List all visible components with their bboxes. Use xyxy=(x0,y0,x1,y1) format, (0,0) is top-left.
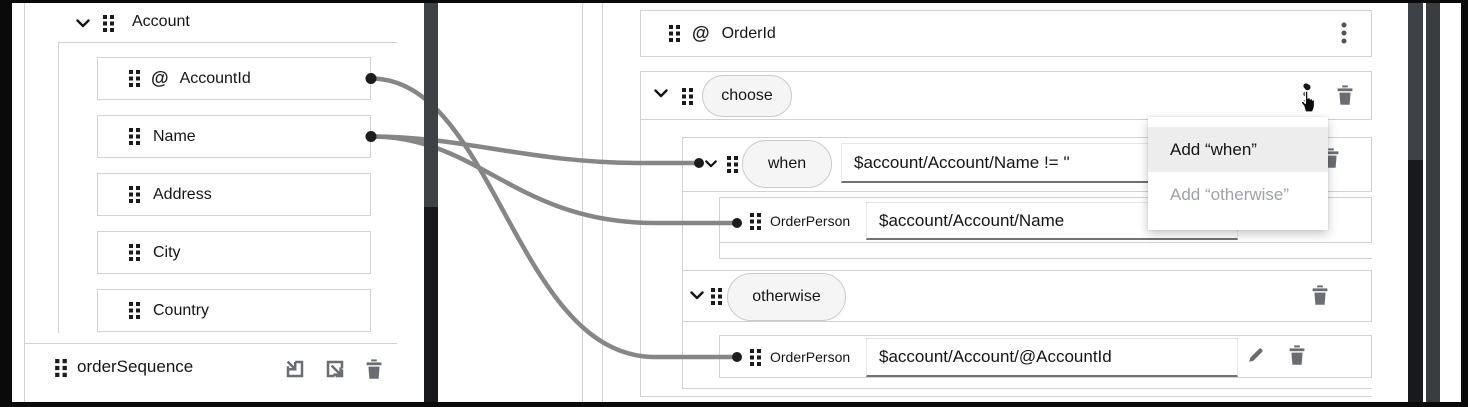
source-footer-label: orderSequence xyxy=(77,357,194,376)
orderperson-expression-input[interactable] xyxy=(866,338,1238,377)
menu-item-add-when[interactable]: Add “when” xyxy=(1148,127,1328,172)
drag-handle-icon[interactable] xyxy=(129,128,140,145)
drag-handle-icon[interactable] xyxy=(129,70,140,87)
field-label: Address xyxy=(153,185,212,203)
source-field-country[interactable]: Country xyxy=(97,289,371,332)
right-scrollbar[interactable] xyxy=(1408,3,1423,402)
frame-border-top xyxy=(0,0,1468,3)
drag-handle-icon[interactable] xyxy=(103,15,114,32)
choose-pill[interactable]: choose xyxy=(702,75,792,117)
attach-field-icon[interactable] xyxy=(284,358,306,380)
frame-border-left xyxy=(0,0,12,407)
kebab-menu-icon[interactable] xyxy=(1341,22,1347,46)
frame-border-bottom xyxy=(0,402,1468,407)
when-children-bottom-line xyxy=(719,258,1372,259)
target-row-orderid[interactable]: @ OrderId xyxy=(640,10,1372,57)
menu-item-label: Add “when” xyxy=(1170,139,1257,159)
middle-scrollbar[interactable] xyxy=(424,3,438,402)
source-field-city[interactable]: City xyxy=(97,231,371,274)
source-field-name[interactable]: Name xyxy=(97,115,371,158)
target-row-orderperson-when[interactable]: OrderPerson xyxy=(720,197,1372,243)
source-children-indent-line xyxy=(58,42,59,333)
source-panel-edge-line xyxy=(24,3,25,402)
drag-handle-icon[interactable] xyxy=(669,25,680,42)
menu-item-add-otherwise: Add “otherwise” xyxy=(1148,172,1328,217)
field-label: Name xyxy=(153,127,196,145)
pencil-icon[interactable] xyxy=(1246,345,1266,365)
attribute-at-icon: @ xyxy=(151,68,169,88)
drag-handle-icon[interactable] xyxy=(682,88,693,105)
trash-icon[interactable] xyxy=(1335,84,1355,106)
field-label: Country xyxy=(153,301,210,319)
when-pill[interactable]: when xyxy=(742,140,832,188)
connector-name-to-when xyxy=(368,134,699,166)
chevron-down-icon[interactable] xyxy=(690,291,704,300)
target-row-label: OrderPerson xyxy=(770,213,851,229)
mouse-cursor-pointer xyxy=(1296,84,1322,114)
target-row-label: OrderId xyxy=(721,24,776,42)
chevron-down-icon[interactable] xyxy=(654,89,668,98)
source-footer-row: orderSequence xyxy=(55,352,395,392)
chevron-down-icon[interactable] xyxy=(705,160,717,168)
drag-handle-icon[interactable] xyxy=(727,156,738,173)
scrollbar-thumb[interactable] xyxy=(424,3,438,207)
field-label: AccountId xyxy=(179,69,251,87)
choose-context-menu: Add “when” Add “otherwise” xyxy=(1148,117,1328,230)
otherwise-children-bottom-line xyxy=(682,388,1372,389)
chevron-down-icon[interactable] xyxy=(76,19,90,28)
source-root-separator xyxy=(58,42,397,43)
frame-border-right xyxy=(1461,0,1468,407)
choose-label: choose xyxy=(721,87,773,104)
menu-item-label: Add “otherwise” xyxy=(1170,184,1290,204)
target-panel-edge-line xyxy=(582,3,583,402)
source-field-accountid[interactable]: @ AccountId xyxy=(97,57,371,100)
field-label: City xyxy=(153,243,181,261)
source-field-address[interactable]: Address xyxy=(97,173,371,216)
when-label: when xyxy=(767,155,807,172)
scrollbar-thumb[interactable] xyxy=(1408,3,1423,160)
source-footer-separator xyxy=(24,343,397,344)
trash-icon[interactable] xyxy=(1287,344,1307,366)
drag-handle-icon[interactable] xyxy=(129,244,140,261)
choose-subtree-bottom-line xyxy=(640,396,1372,397)
detach-field-icon[interactable] xyxy=(324,358,346,380)
drag-handle-icon[interactable] xyxy=(129,302,140,319)
target-row-orderperson-otherwise[interactable]: OrderPerson xyxy=(720,335,1372,378)
source-root-label: Account xyxy=(132,13,190,30)
target-row-label: OrderPerson xyxy=(770,349,851,365)
otherwise-label: otherwise xyxy=(752,288,821,305)
drag-handle-icon[interactable] xyxy=(750,213,761,230)
drag-handle-icon[interactable] xyxy=(711,288,722,305)
outer-scrollbar[interactable] xyxy=(1426,3,1440,402)
trash-icon[interactable] xyxy=(1310,284,1330,306)
drag-handle-icon[interactable] xyxy=(55,359,67,377)
trash-icon[interactable] xyxy=(364,358,384,380)
source-root-row[interactable]: Account xyxy=(76,12,396,42)
target-row-choose[interactable]: choose xyxy=(641,71,1372,120)
drag-handle-icon[interactable] xyxy=(750,349,761,366)
attribute-at-icon: @ xyxy=(692,23,710,43)
drag-handle-icon[interactable] xyxy=(129,186,140,203)
otherwise-pill[interactable]: otherwise xyxy=(727,273,846,321)
target-row-otherwise[interactable]: otherwise xyxy=(683,270,1372,322)
target-root-indent-line xyxy=(602,3,603,402)
